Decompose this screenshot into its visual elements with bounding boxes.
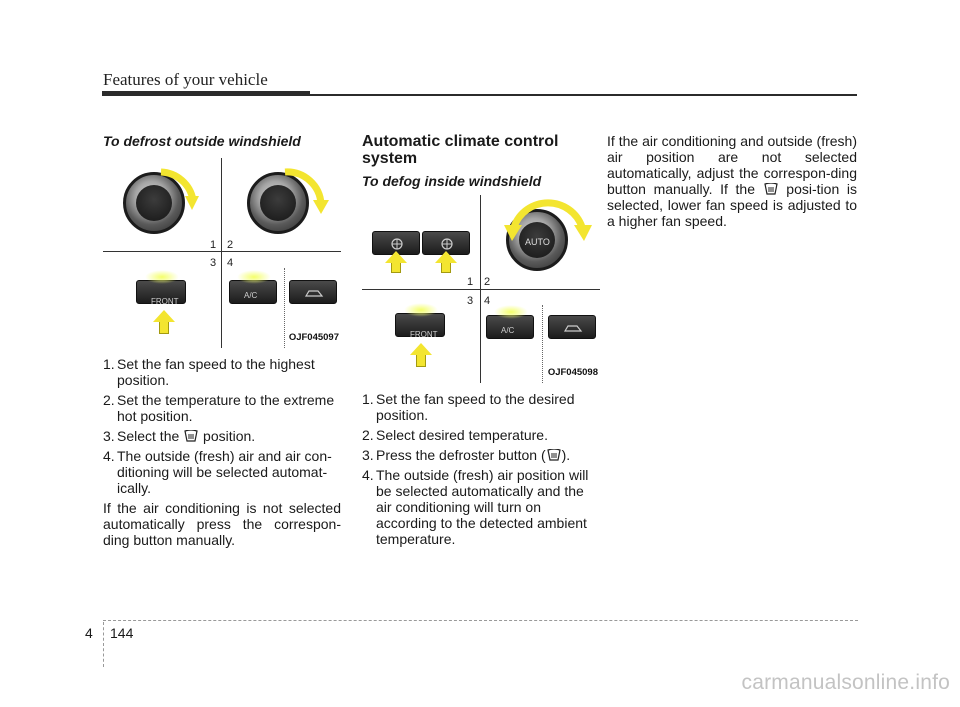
figure-divider-horizontal — [103, 251, 341, 252]
figure-code: OJF045097 — [288, 332, 339, 343]
quadrant-number: 1 — [210, 239, 217, 251]
quadrant-number: 3 — [467, 295, 474, 307]
right-paragraph: If the air conditioning and outside (fre… — [607, 133, 857, 229]
quadrant-number: 4 — [227, 257, 234, 269]
figure-defrost-outside: 1 2 3 4 FRONT A/C — [103, 158, 341, 348]
left-subheading: To defrost outside windshield — [103, 133, 301, 149]
fan-icon — [441, 238, 453, 250]
section-title: Automatic climate control system — [362, 133, 559, 167]
pointer-arrow-stem — [441, 263, 451, 273]
step-item: 1. Set the fan speed to the highest posi… — [103, 356, 315, 388]
rotate-arrow-icon — [160, 168, 199, 210]
quadrant-number: 2 — [484, 276, 491, 288]
step-item: 4. The outside (fresh) air position will… — [362, 467, 589, 547]
quadrant-number: 1 — [467, 276, 474, 288]
button-label: FRONT — [410, 330, 438, 339]
indicator-glow — [145, 270, 179, 284]
pointer-arrow-stem — [416, 355, 426, 367]
quadrant-number: 4 — [484, 295, 491, 307]
figure-divider-horizontal — [362, 289, 600, 290]
fan-speed-knob — [123, 172, 185, 234]
defrost-icon — [763, 183, 778, 195]
knob-face — [260, 185, 296, 221]
header-rule — [102, 94, 857, 96]
knob-face — [136, 185, 172, 221]
pointer-arrow-icon — [153, 310, 175, 322]
knob-face: AUTO — [519, 222, 555, 258]
front-defrost-button: FRONT — [395, 313, 445, 339]
header-accent-bar — [102, 91, 310, 96]
page-number: 144 — [110, 625, 134, 641]
watermark: carmanualsonline.info — [741, 671, 950, 694]
pointer-arrow-stem — [391, 263, 401, 273]
middle-subheading: To defog inside windshield — [362, 173, 542, 189]
quadrant-number: 3 — [210, 257, 217, 269]
indicator-glow — [494, 305, 528, 319]
step-item: 2. Select desired temperature. — [362, 427, 548, 443]
knob-label: AUTO — [525, 237, 550, 247]
quadrant-number: 2 — [227, 239, 234, 251]
dotted-divider — [542, 305, 543, 383]
car-recirculation-icon — [563, 325, 583, 332]
pointer-arrow-icon — [385, 251, 407, 263]
footer-rule — [103, 620, 858, 621]
running-header: Features of your vehicle — [103, 70, 268, 89]
button-label: A/C — [501, 326, 515, 335]
middle-column: Automatic climate control system To defo… — [362, 133, 600, 547]
figure-defog-inside: 1 2 3 4 AUTO FRONT — [362, 195, 600, 383]
step-item: 3. Select the position. — [103, 428, 256, 444]
left-note: If the air conditioning is not selected … — [103, 500, 341, 548]
pointer-arrow-icon — [435, 251, 457, 263]
pointer-arrow-icon — [410, 343, 432, 355]
step-item: 1. Set the fan speed to the desired posi… — [362, 391, 575, 423]
pointer-arrow-stem — [159, 322, 169, 334]
button-label: FRONT — [151, 297, 179, 306]
rotate-arrow-icon — [284, 168, 329, 214]
defrost-icon — [546, 449, 561, 461]
left-column: To defrost outside windshield 1 2 3 4 FR… — [103, 133, 341, 548]
fan-up-button — [422, 231, 470, 255]
dotted-divider — [284, 268, 285, 348]
air-intake-button — [548, 315, 596, 339]
rotate-both-ways-arrow-icon — [504, 199, 592, 241]
fan-icon — [391, 238, 403, 250]
figure-code: OJF045098 — [547, 367, 598, 378]
temperature-knob — [247, 172, 309, 234]
footer-divider — [103, 622, 104, 667]
step-item: 4. The outside (fresh) air and air con-d… — [103, 448, 332, 496]
step-item: 3. Press the defroster button (). — [362, 447, 571, 463]
chapter-number: 4 — [85, 625, 93, 641]
indicator-glow — [404, 303, 438, 317]
step-item: 2. Set the temperature to the extreme ho… — [103, 392, 335, 424]
indicator-glow — [237, 270, 271, 284]
right-column: If the air conditioning and outside (fre… — [607, 133, 857, 229]
defrost-icon — [184, 430, 198, 442]
car-recirculation-icon — [304, 290, 324, 297]
button-label: A/C — [244, 291, 258, 300]
figure-divider-vertical — [221, 158, 222, 348]
air-intake-button — [289, 280, 337, 304]
